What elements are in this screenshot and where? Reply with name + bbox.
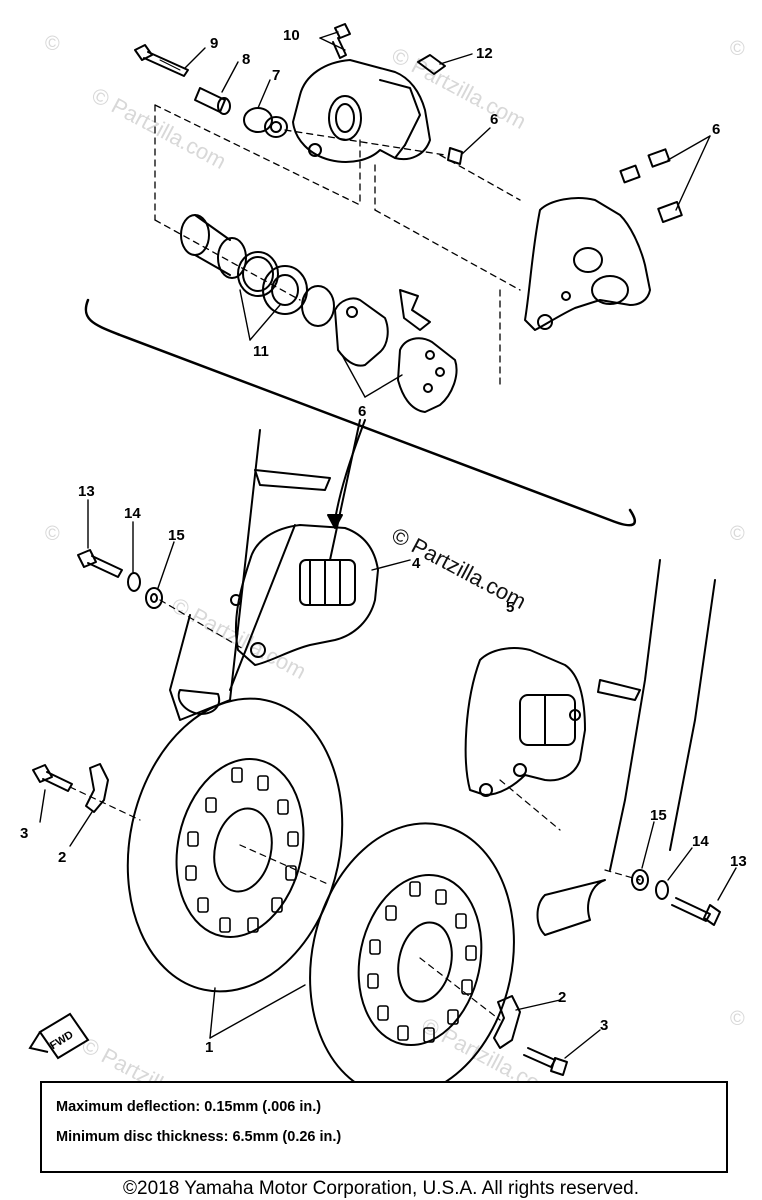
callout-15-right: 15 <box>650 807 667 824</box>
leader-lines <box>39 31 737 1059</box>
callout-8: 8 <box>242 51 250 68</box>
callout-6-right: 6 <box>712 121 720 138</box>
spec-min-thickness: Minimum disc thickness: 6.5mm (0.26 in.) <box>56 1129 342 1145</box>
brake-disc-left <box>126 697 344 993</box>
clip-12 <box>417 54 446 75</box>
callout-13-right: 13 <box>730 853 747 870</box>
watermark-symbol: © <box>730 1008 745 1030</box>
callout-10: 10 <box>283 27 300 44</box>
washer-14-left <box>127 572 141 592</box>
caliper-4 <box>230 524 379 666</box>
seal-set-11 <box>237 251 335 327</box>
callout-14-left: 14 <box>124 505 141 522</box>
lock-plate-2-right <box>493 995 521 1049</box>
callout-7: 7 <box>272 67 280 84</box>
callout-12: 12 <box>476 45 493 62</box>
boot-7 <box>243 107 288 138</box>
washer-15-right <box>631 869 649 891</box>
callout-13-left: 13 <box>78 483 95 500</box>
bolt-3-right <box>523 1047 568 1076</box>
callout-3-left: 3 <box>20 825 28 842</box>
watermark-layer: © Partzilla.com © Partzilla.com © Partzi… <box>45 33 745 1124</box>
brake-pad-right <box>397 337 458 413</box>
group-bracket <box>84 298 636 527</box>
bolt-9 <box>134 44 189 77</box>
watermark-symbol: © <box>45 523 60 545</box>
callout-1: 1 <box>205 1039 213 1056</box>
caliper-body-exploded <box>292 59 431 163</box>
pad-pins-6 <box>619 148 683 223</box>
caliper-assembly-right <box>524 197 651 331</box>
callout-6-top: 6 <box>490 111 498 128</box>
bolt-3-left <box>32 764 73 792</box>
callout-5: 5 <box>506 599 514 616</box>
watermark-symbol: © <box>730 38 745 60</box>
copyright-footer: ©2018 Yamaha Motor Corporation, U.S.A. A… <box>123 1178 639 1199</box>
callout-14-right: 14 <box>692 833 709 850</box>
callout-15-left: 15 <box>168 527 185 544</box>
callout-11: 11 <box>253 343 269 360</box>
callout-labels: 9 8 7 10 12 6 6 11 6 13 14 15 4 5 3 2 15… <box>20 27 747 1056</box>
bolt-13-right <box>671 897 721 926</box>
fork-left <box>169 419 361 721</box>
spec-notes-box: Maximum deflection: 0.15mm (.006 in.) Mi… <box>40 1081 728 1173</box>
washer-14-right <box>655 880 669 900</box>
callout-3-right: 3 <box>600 1017 608 1034</box>
watermark-symbol: © <box>730 523 745 545</box>
callout-4: 4 <box>412 555 421 572</box>
lock-plate-2-left <box>85 763 109 813</box>
callout-2-right: 2 <box>558 989 566 1006</box>
caliper-5 <box>464 647 586 797</box>
watermark-symbol: © <box>45 33 60 55</box>
bracket-arrow <box>334 419 366 521</box>
shim-clip <box>399 289 431 331</box>
brake-pad-left <box>334 297 389 367</box>
axis-guides <box>69 599 641 1021</box>
bleeder-10 <box>332 23 351 59</box>
washer-15-left <box>145 587 163 609</box>
bolt-13-left <box>77 549 123 578</box>
callout-9: 9 <box>210 35 218 52</box>
exploded-guides <box>154 104 521 386</box>
spec-max-deflection: Maximum deflection: 0.15mm (.006 in.) <box>56 1099 322 1115</box>
callout-2-left: 2 <box>58 849 66 866</box>
screw-6-top <box>447 147 463 165</box>
piston <box>180 214 247 279</box>
fork-right <box>536 559 716 936</box>
watermark-text: © Partzilla.com <box>88 82 231 174</box>
sleeve-8 <box>194 87 231 115</box>
fwd-arrow-badge: FWD <box>28 1012 90 1060</box>
callout-6-pads: 6 <box>358 403 366 420</box>
watermark-text: © Partzilla.com <box>168 592 311 684</box>
